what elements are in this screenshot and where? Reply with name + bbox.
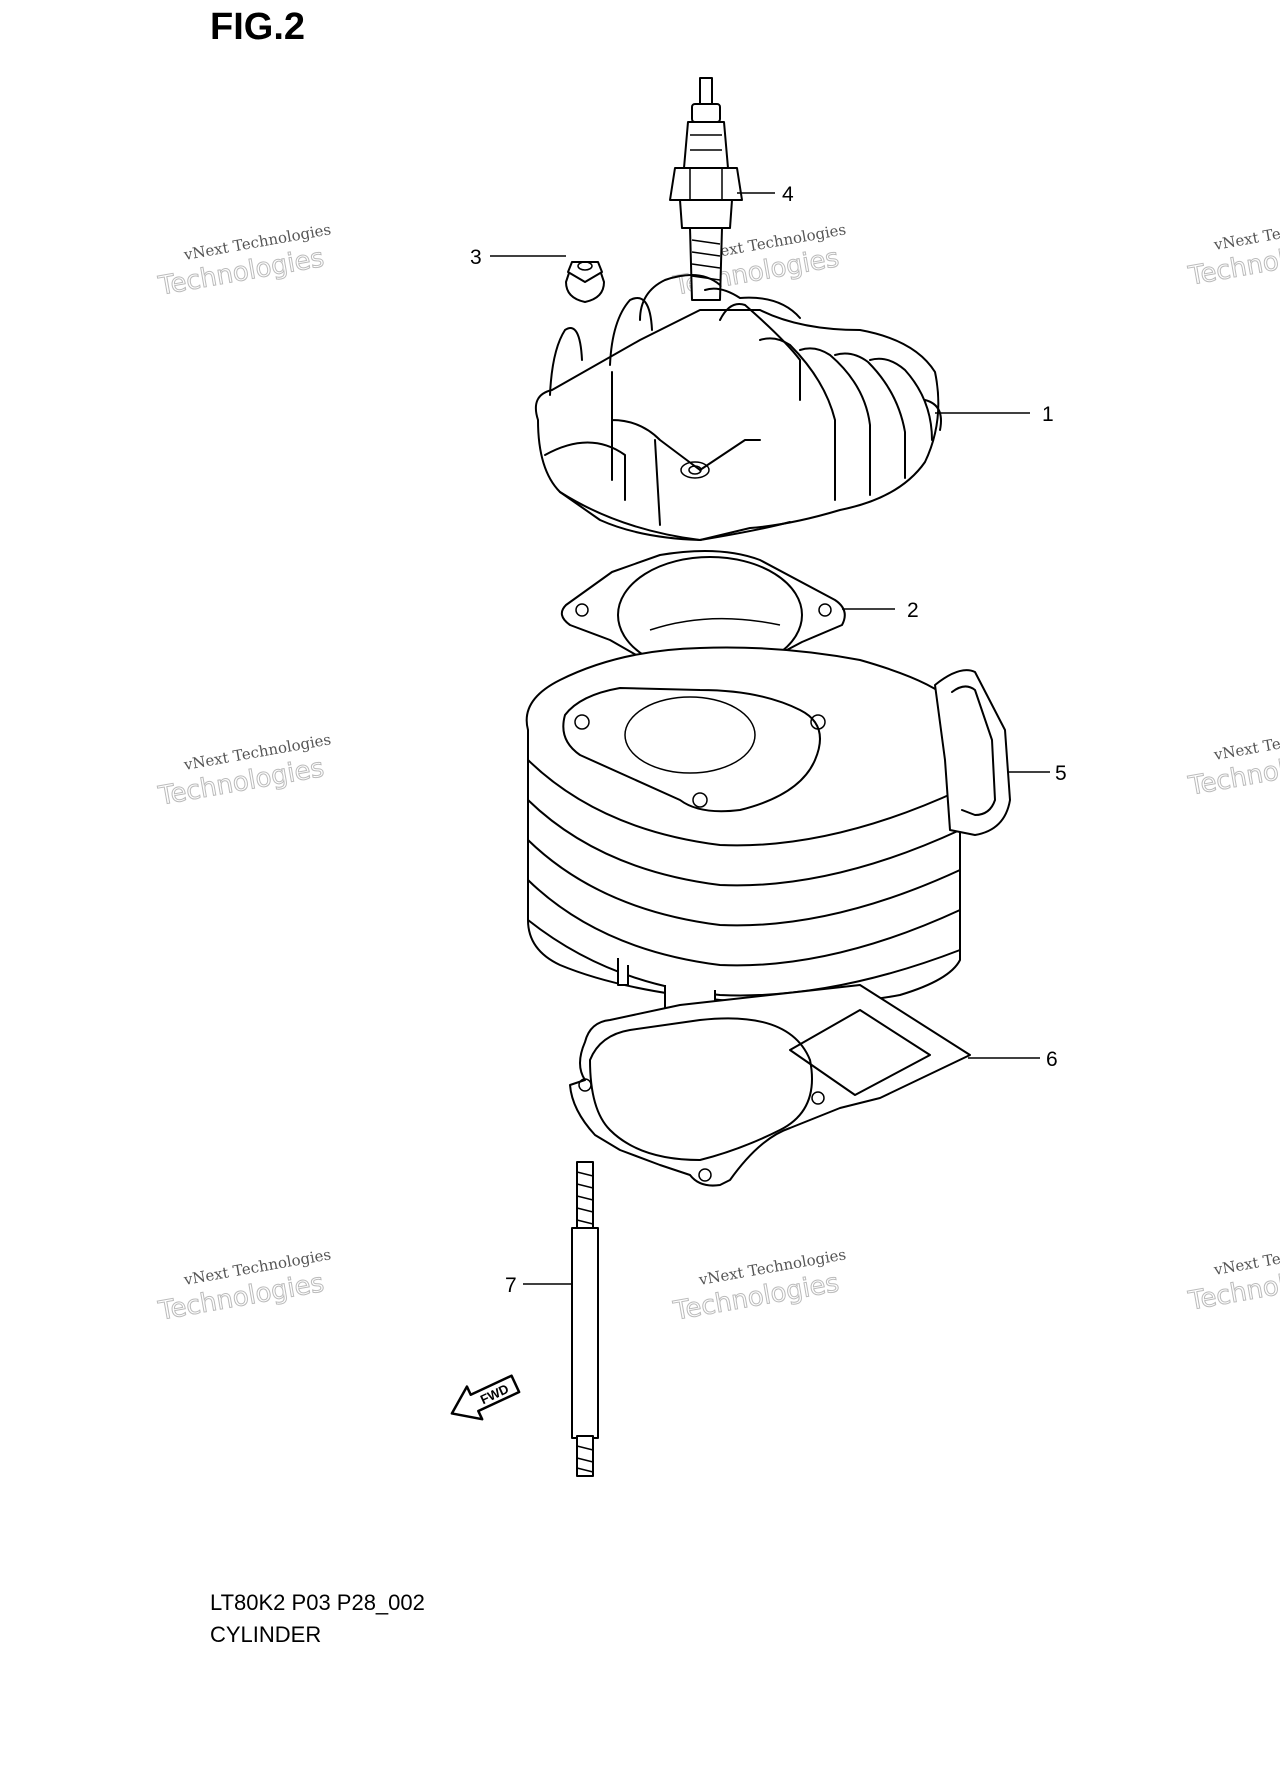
callout-5: 5	[1055, 762, 1067, 785]
callout-7: 7	[505, 1274, 517, 1297]
callout-4: 4	[782, 183, 794, 206]
callout-leaders	[490, 192, 1050, 1285]
spark-plug	[669, 77, 743, 301]
cylinder-stud-bolt	[571, 1161, 599, 1477]
head-gasket	[560, 550, 846, 694]
figure-title: FIG.2	[210, 6, 306, 48]
diagram-code: LT80K2 P03 P28_002	[210, 1590, 425, 1615]
callout-3: 3	[470, 246, 482, 269]
cylinder-head-nut	[565, 261, 605, 303]
diagram-caption: CYLINDER	[210, 1622, 322, 1647]
forward-direction-arrow: FWD	[450, 1374, 521, 1421]
callout-2: 2	[907, 599, 919, 622]
callout-1: 1	[1042, 403, 1054, 426]
base-gasket	[569, 984, 971, 1187]
callout-6: 6	[1046, 1048, 1058, 1071]
cylinder	[525, 646, 1011, 1028]
cylinder-head	[534, 274, 942, 541]
